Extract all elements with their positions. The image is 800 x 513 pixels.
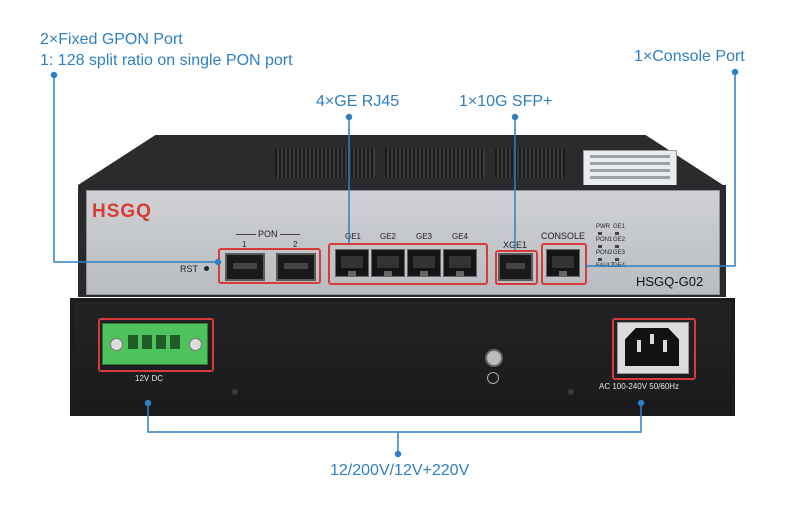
console-port[interactable] <box>546 249 580 277</box>
led-pon1 <box>598 245 602 248</box>
ge-callout: 4×GE RJ45 <box>316 93 400 110</box>
led-ge1 <box>615 232 619 235</box>
ge-port-1[interactable] <box>335 249 369 277</box>
vent-grill-middle <box>385 148 485 178</box>
dc-label: 12V DC <box>135 374 164 383</box>
rst-label: RST <box>180 264 198 274</box>
pon-port-2[interactable] <box>276 253 316 281</box>
ge4-label: GE4 <box>452 232 469 241</box>
pon-port-1-label: 1 <box>242 240 247 249</box>
terminal-screw-right <box>189 338 202 351</box>
ge3-label: GE3 <box>416 232 433 241</box>
ac-label: AC 100-240V 50/60Hz <box>599 382 680 391</box>
terminal-screw-left <box>110 338 123 351</box>
terminal-pin <box>170 335 180 349</box>
console-callout: 1×Console Port <box>634 48 745 65</box>
pon-port-1[interactable] <box>225 253 265 281</box>
xge-sfp-port[interactable] <box>498 253 533 281</box>
led-label-ge2: GE2 <box>613 237 626 243</box>
sfp-highlight <box>495 250 538 285</box>
pon-highlight <box>218 248 321 284</box>
console-leader-dot <box>731 68 739 76</box>
led-pwr <box>598 232 602 235</box>
led-label-pon2: PON2 <box>596 250 613 256</box>
pon-label: PON <box>258 229 278 239</box>
led-ge3 <box>615 258 619 261</box>
led-ge2 <box>615 245 619 248</box>
ge-port-2[interactable] <box>371 249 405 277</box>
led-label-ge4: GE4 <box>613 263 626 269</box>
dc-highlight <box>98 318 214 372</box>
ground-screw <box>485 349 503 367</box>
model-label: HSGQ-G02 <box>636 274 704 289</box>
ground-symbol-icon <box>487 372 499 384</box>
console-label: CONSOLE <box>541 231 586 241</box>
ge-port-4[interactable] <box>443 249 477 277</box>
ac-pin-left <box>637 340 641 352</box>
power-leader-dot-bottom <box>394 450 402 458</box>
ac-pin-right <box>663 340 667 352</box>
pon-bracket-left <box>236 234 256 235</box>
chassis-screw-left <box>232 389 238 395</box>
led-label-pwr: PWR <box>596 224 610 230</box>
led-label-ge3: GE3 <box>613 250 626 256</box>
sfp-callout: 1×10G SFP+ <box>459 93 553 110</box>
vent-grill-left <box>275 148 375 178</box>
gpon-leader-dot <box>50 71 58 79</box>
xge-label: XGE1 <box>503 240 528 250</box>
led-label-pon1: PON1 <box>596 237 613 243</box>
vent-grill-right <box>495 148 565 178</box>
ge-leader-dot <box>345 113 353 121</box>
ge2-label: GE2 <box>380 232 397 241</box>
pon-bracket-right <box>280 234 300 235</box>
reset-button[interactable] <box>204 266 209 271</box>
spec-sticker <box>583 150 677 186</box>
terminal-pin <box>142 335 152 349</box>
sfp-leader-dot <box>511 113 519 121</box>
power-callout: 12/200V/12V+220V <box>330 462 470 479</box>
terminal-pin <box>156 335 166 349</box>
pon-port-2-label: 2 <box>293 240 298 249</box>
brand-logo: HSGQ <box>92 201 152 222</box>
ac-highlight <box>612 318 696 380</box>
chassis-screw-right <box>568 389 574 395</box>
gpon-callout-title: 2×Fixed GPON Port <box>40 31 183 48</box>
ge1-label: GE1 <box>345 232 362 241</box>
gpon-callout-detail: 1: 128 split ratio on single PON port <box>40 52 293 69</box>
ge-port-3[interactable] <box>407 249 441 277</box>
led-label-fault: FAULT <box>596 263 615 269</box>
led-label-ge1: GE1 <box>613 224 626 230</box>
ge-highlight <box>328 243 488 285</box>
ac-pin-ground <box>650 334 654 344</box>
terminal-pin <box>128 335 138 349</box>
led-pon2 <box>598 258 602 261</box>
